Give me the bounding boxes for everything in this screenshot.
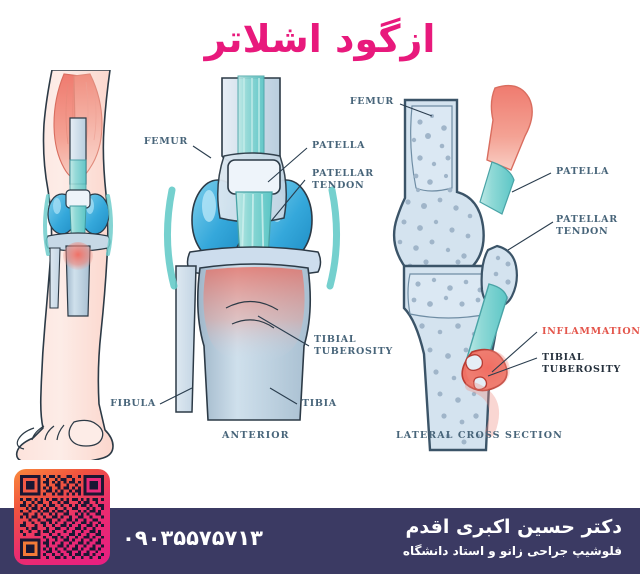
label-anterior-tibial-tuberosity: TIBIAL TUBEROSITY <box>314 334 393 357</box>
label-anterior-patella: PATELLA <box>312 140 366 151</box>
lateral-cross-section-diagram <box>392 84 533 452</box>
label-anterior-femur: FEMUR <box>143 136 188 147</box>
page-title: ازگود اشلاتر <box>204 17 436 61</box>
leader-lines <box>159 103 554 405</box>
anatomy-illustrations <box>15 69 533 466</box>
tibia-trabeculae <box>411 277 483 445</box>
label-lateral-tibial-tuberosity: TIBIAL TUBEROSITY <box>542 352 621 375</box>
label-anterior-tibia: TIBIA <box>302 398 337 409</box>
label-lateral-femur: FEMUR <box>349 96 394 107</box>
caption-lateral-cross-section: LATERAL CROSS SECTION <box>396 430 563 441</box>
illustration-area: FEMUR PATELLA PATELLAR TENDON TIBIAL TUB… <box>0 69 640 466</box>
label-anterior-patellar-tendon: PATELLAR TENDON <box>312 168 374 191</box>
anterior-knee-diagram <box>164 75 340 421</box>
doctor-name: دکتر حسین اکبری اقدم <box>405 516 622 538</box>
qr-code-modules <box>20 475 104 559</box>
label-lateral-patellar-tendon: PATELLAR TENDON <box>556 214 618 237</box>
phone-number[interactable]: ۰۹۰۳۵۵۷۵۷۱۳ <box>122 526 263 550</box>
label-lateral-inflammation: INFLAMMATION <box>542 326 640 337</box>
qr-code[interactable] <box>14 469 110 565</box>
label-anterior-fibula: FIBULA <box>110 398 156 409</box>
label-lateral-patella: PATELLA <box>556 166 610 177</box>
caption-anterior: ANTERIOR <box>222 430 290 441</box>
doctor-subtitle: فلوشیپ جراحی زانو و استاد دانشگاه <box>402 544 622 558</box>
left-leg-figure <box>15 69 114 466</box>
